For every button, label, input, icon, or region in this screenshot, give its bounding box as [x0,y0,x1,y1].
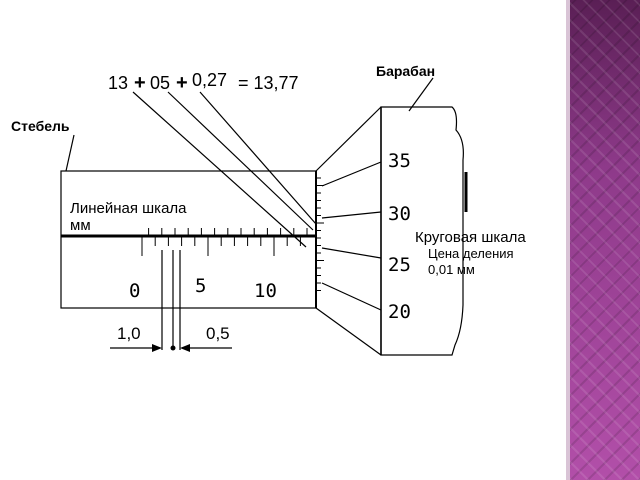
drum-line-35 [321,161,382,187]
leader-line-3 [199,91,317,225]
dimension-left-label: 1,0 [117,324,141,343]
leader-line-2 [167,91,314,231]
dimension-right-label: 0,5 [206,324,230,343]
side-panel-edge [566,0,570,480]
division-value-label: Цена деления [428,246,514,261]
stem-body [60,170,317,309]
barrel-label: Барабан [376,63,435,79]
stem-leader [65,134,75,172]
formula-plus-2: + [176,72,188,94]
drum-line-25 [321,247,382,259]
division-value: 0,01 мм [428,262,475,277]
linear-scale-number-5: 5 [195,275,206,297]
dimension-arrow-left [152,344,162,352]
upper-scale-ticks [148,228,308,236]
leader-line-1 [132,91,307,248]
drum-number-30: 30 [388,203,411,225]
drum-number-25: 25 [388,254,411,276]
drum-line-20 [321,282,382,311]
drum-number-35: 35 [388,150,411,172]
dimension-arrow-right [180,344,190,352]
linear-scale-unit: мм [70,217,91,234]
formula-plus-1: + [134,72,146,94]
linear-scale-number-0: 0 [129,280,140,302]
linear-scale-label: Линейная шкала [70,200,187,217]
stem-label: Стебель [11,118,70,134]
cone-bottom-edge [315,307,382,356]
drum-number-20: 20 [388,301,411,323]
drum-line-30 [321,211,382,219]
cone-top-edge [315,106,382,172]
circular-scale-label: Круговая шкала [415,229,526,246]
drum-scale-ticks [316,177,324,291]
linear-scale-number-10: 10 [254,280,277,302]
barrel-leader [408,77,434,112]
formula-result: = 13,77 [238,73,299,93]
formula-term-2: 05 [150,73,170,93]
formula-term-3: 0,27 [192,70,227,90]
decorative-side-panel [570,0,640,480]
drum-body [380,106,464,356]
formula-term-1: 13 [108,73,128,93]
lower-scale-ticks [141,236,301,256]
dimension-dot [170,345,176,351]
